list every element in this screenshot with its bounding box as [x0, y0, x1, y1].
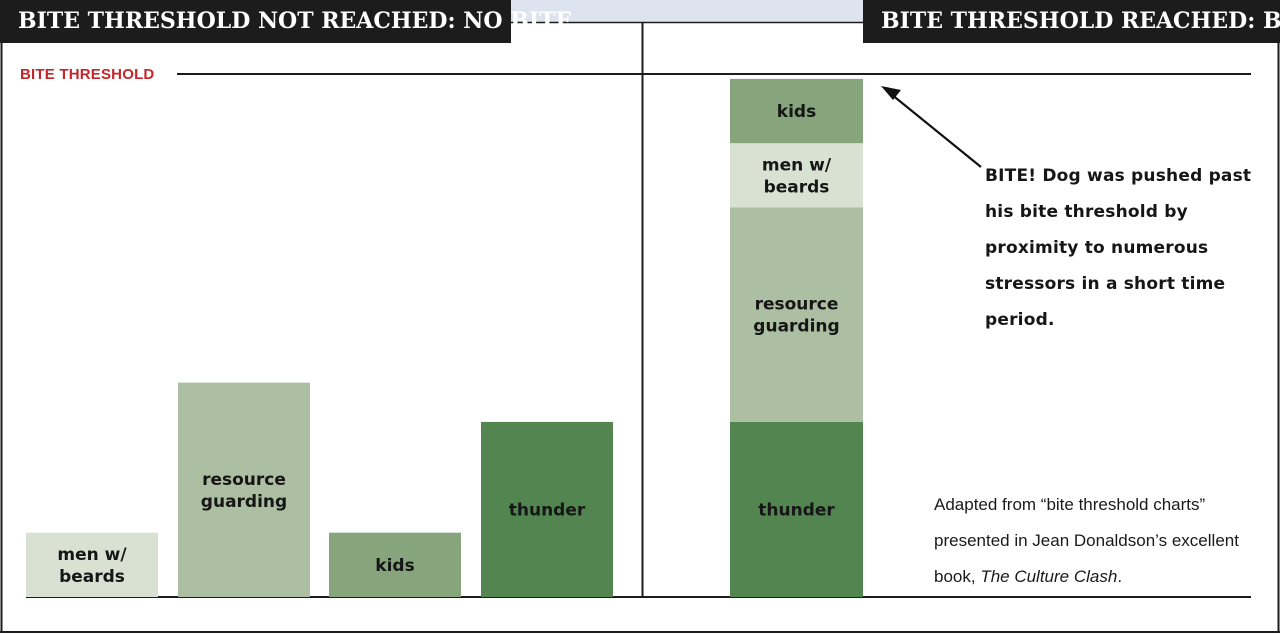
bite-annotation: BITE! Dog was pushed past his bite thres… [985, 166, 1252, 330]
bite-bar-label-resource-2: guarding [753, 317, 839, 337]
no-bite-bar-label-resource-2: guarding [201, 492, 287, 512]
source-credit: Adapted from “bite threshold charts” pre… [934, 487, 1269, 595]
bite-bar-label-thunder-1: thunder [758, 500, 835, 520]
credit-line-3: book, The Culture Clash. [934, 559, 1269, 595]
credit-line-1: Adapted from “bite threshold charts” [934, 495, 1206, 514]
credit-line-2: presented in Jean Donaldson’s excellent [934, 531, 1239, 550]
bite-bar-label-kids-1: kids [777, 102, 816, 122]
bite-bar-label-men-1: men w/ [762, 155, 832, 175]
no-bite-bar-thunder [481, 421, 613, 597]
bite-bar-resource [730, 207, 863, 422]
no-bite-bar-label-men-1: men w/ [57, 545, 127, 565]
top-strip [511, 0, 863, 22]
no-bite-bar-resource [178, 382, 310, 597]
no-bite-bar-label-thunder-1: thunder [509, 500, 586, 520]
no-bite-bar-label-resource-1: resource [202, 470, 286, 490]
no-bite-bar-label-kids-1: kids [375, 556, 414, 576]
bite-bar-label-men-2: beards [764, 177, 830, 197]
bite-bar-label-resource-1: resource [755, 295, 839, 315]
bite-bar-kids [730, 78, 863, 144]
annotation-arrow-line [890, 93, 982, 168]
credit-line-3-suffix: . [1117, 567, 1123, 586]
threshold-label: BITE THRESHOLD [20, 66, 155, 83]
bite-bar-thunder [730, 421, 863, 597]
panel-title-bite: BITE THRESHOLD REACHED: BITE! [863, 0, 1280, 43]
no-bite-bar-kids [329, 532, 461, 597]
annotation-arrowhead [881, 86, 901, 100]
credit-book-title: The Culture Clash [980, 567, 1118, 586]
no-bite-bar-label-men-2: beards [59, 567, 125, 587]
bite-bar-men [730, 143, 863, 208]
no-bite-bar-men [26, 532, 158, 597]
panel-title-no-bite: BITE THRESHOLD NOT REACHED: NO BITE [0, 0, 572, 43]
credit-line-3-prefix: book, [934, 567, 981, 586]
